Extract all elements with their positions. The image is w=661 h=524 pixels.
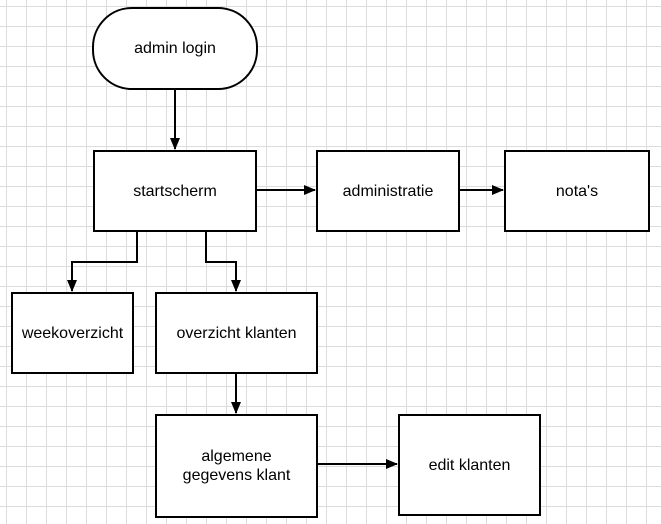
node-overzicht-klanten: overzicht klanten [155,292,318,374]
node-algemene-gegevens-klant-label: algemene gegevens klant [182,448,291,484]
node-administratie: administratie [316,150,460,232]
node-administratie-label: administratie [342,182,434,200]
node-overzicht-klanten-label: overzicht klanten [176,324,297,342]
node-admin-login: admin login [92,7,258,90]
node-notas: nota's [504,150,650,232]
node-startscherm: startscherm [93,150,257,232]
node-edit-klanten-label: edit klanten [428,456,511,474]
edge-startscherm-to-weekoverzicht [67,232,138,292]
node-startscherm-label: startscherm [133,182,217,200]
node-admin-login-label: admin login [134,40,216,57]
node-edit-klanten: edit klanten [398,414,541,516]
node-notas-label: nota's [555,182,599,200]
node-weekoverzicht: weekoverzicht [11,292,134,374]
node-algemene-gegevens-klant: algemene gegevens klant [155,414,318,518]
node-weekoverzicht-label: weekoverzicht [21,324,124,342]
edge-startscherm-to-overzicht-klanten [205,232,241,292]
